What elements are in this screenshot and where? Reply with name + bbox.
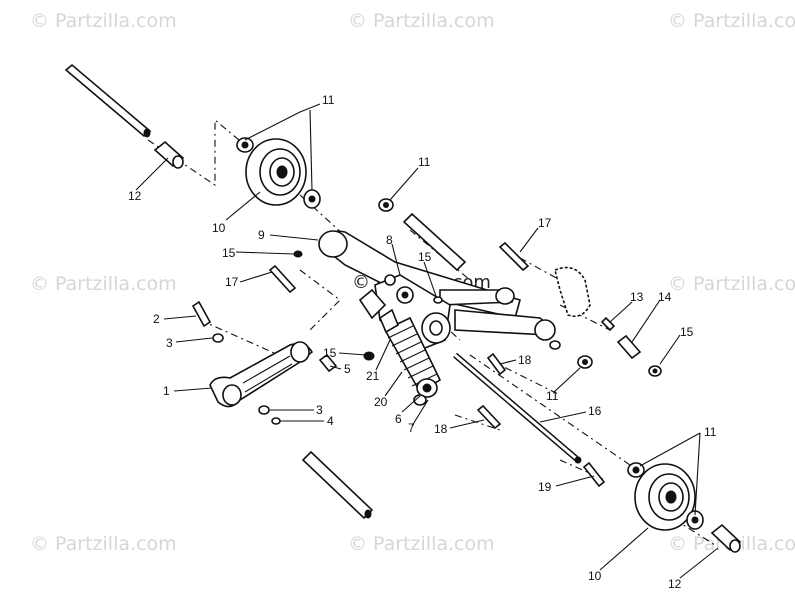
watermark: © Partzilla.com	[30, 533, 177, 555]
watermark: © Partzilla.com	[348, 533, 495, 555]
cross-shaft	[453, 352, 582, 464]
rear-axle-tube-upper	[64, 63, 152, 138]
bracket-pieces	[358, 288, 399, 334]
callout-10: 10	[588, 569, 602, 583]
callout-15: 15	[418, 250, 432, 264]
watermark: © Partzilla.co	[668, 10, 795, 32]
watermark: © Partzilla.com	[30, 10, 177, 32]
callout-1: 1	[163, 384, 170, 398]
callout-17: 17	[225, 275, 239, 289]
callout-11: 11	[322, 93, 335, 107]
callout-11: 11	[418, 155, 431, 169]
callout-2: 2	[153, 312, 160, 326]
callout-20: 20	[374, 395, 388, 409]
upper-tube-right	[378, 198, 467, 272]
callout-3: 3	[166, 336, 173, 350]
bushing-12-upper	[153, 140, 185, 169]
watermark: © Partzilla.com	[30, 273, 177, 295]
callout-3: 3	[316, 403, 323, 417]
shock-spring	[383, 316, 442, 406]
callout-14: 14	[658, 290, 672, 304]
callout-17: 17	[538, 216, 552, 230]
upper-arm	[318, 230, 556, 341]
callout-12: 12	[128, 189, 142, 203]
callout-5: 5	[344, 362, 351, 376]
callout-11: 11	[704, 425, 717, 439]
callout-15: 15	[323, 346, 337, 360]
callout-21: 21	[366, 369, 380, 383]
callout-9: 9	[258, 228, 265, 242]
idler-wheel-lower	[627, 462, 704, 531]
bushing-12-lower	[710, 523, 742, 553]
front-arm	[209, 341, 314, 408]
callout-19: 19	[538, 480, 552, 494]
callout-13: 13	[630, 290, 644, 304]
callout-15: 15	[222, 246, 236, 260]
callout-7: 7	[408, 421, 415, 435]
callout-16: 16	[588, 404, 602, 418]
callout-6: 6	[395, 412, 402, 426]
callout-11: 11	[546, 389, 559, 403]
leader-lines	[135, 103, 719, 579]
callout-10: 10	[212, 221, 226, 235]
callout-18: 18	[434, 422, 448, 436]
callout-15: 15	[680, 325, 694, 339]
callout-18: 18	[518, 353, 532, 367]
idler-wheel-upper	[236, 137, 321, 209]
watermark: © Partzilla.com	[348, 10, 495, 32]
callout-labels: 11 12 10 11 9 15 8 15 17 17 13 14 15 2 3…	[128, 93, 717, 591]
callout-12: 12	[668, 577, 682, 591]
callout-8: 8	[386, 233, 393, 247]
bolts	[191, 241, 606, 488]
rail-bracket	[554, 266, 662, 377]
callout-4: 4	[327, 414, 334, 428]
lower-tube-left	[301, 450, 374, 520]
hardware-small	[212, 250, 593, 425]
watermark: © Partzilla.co	[668, 273, 795, 295]
